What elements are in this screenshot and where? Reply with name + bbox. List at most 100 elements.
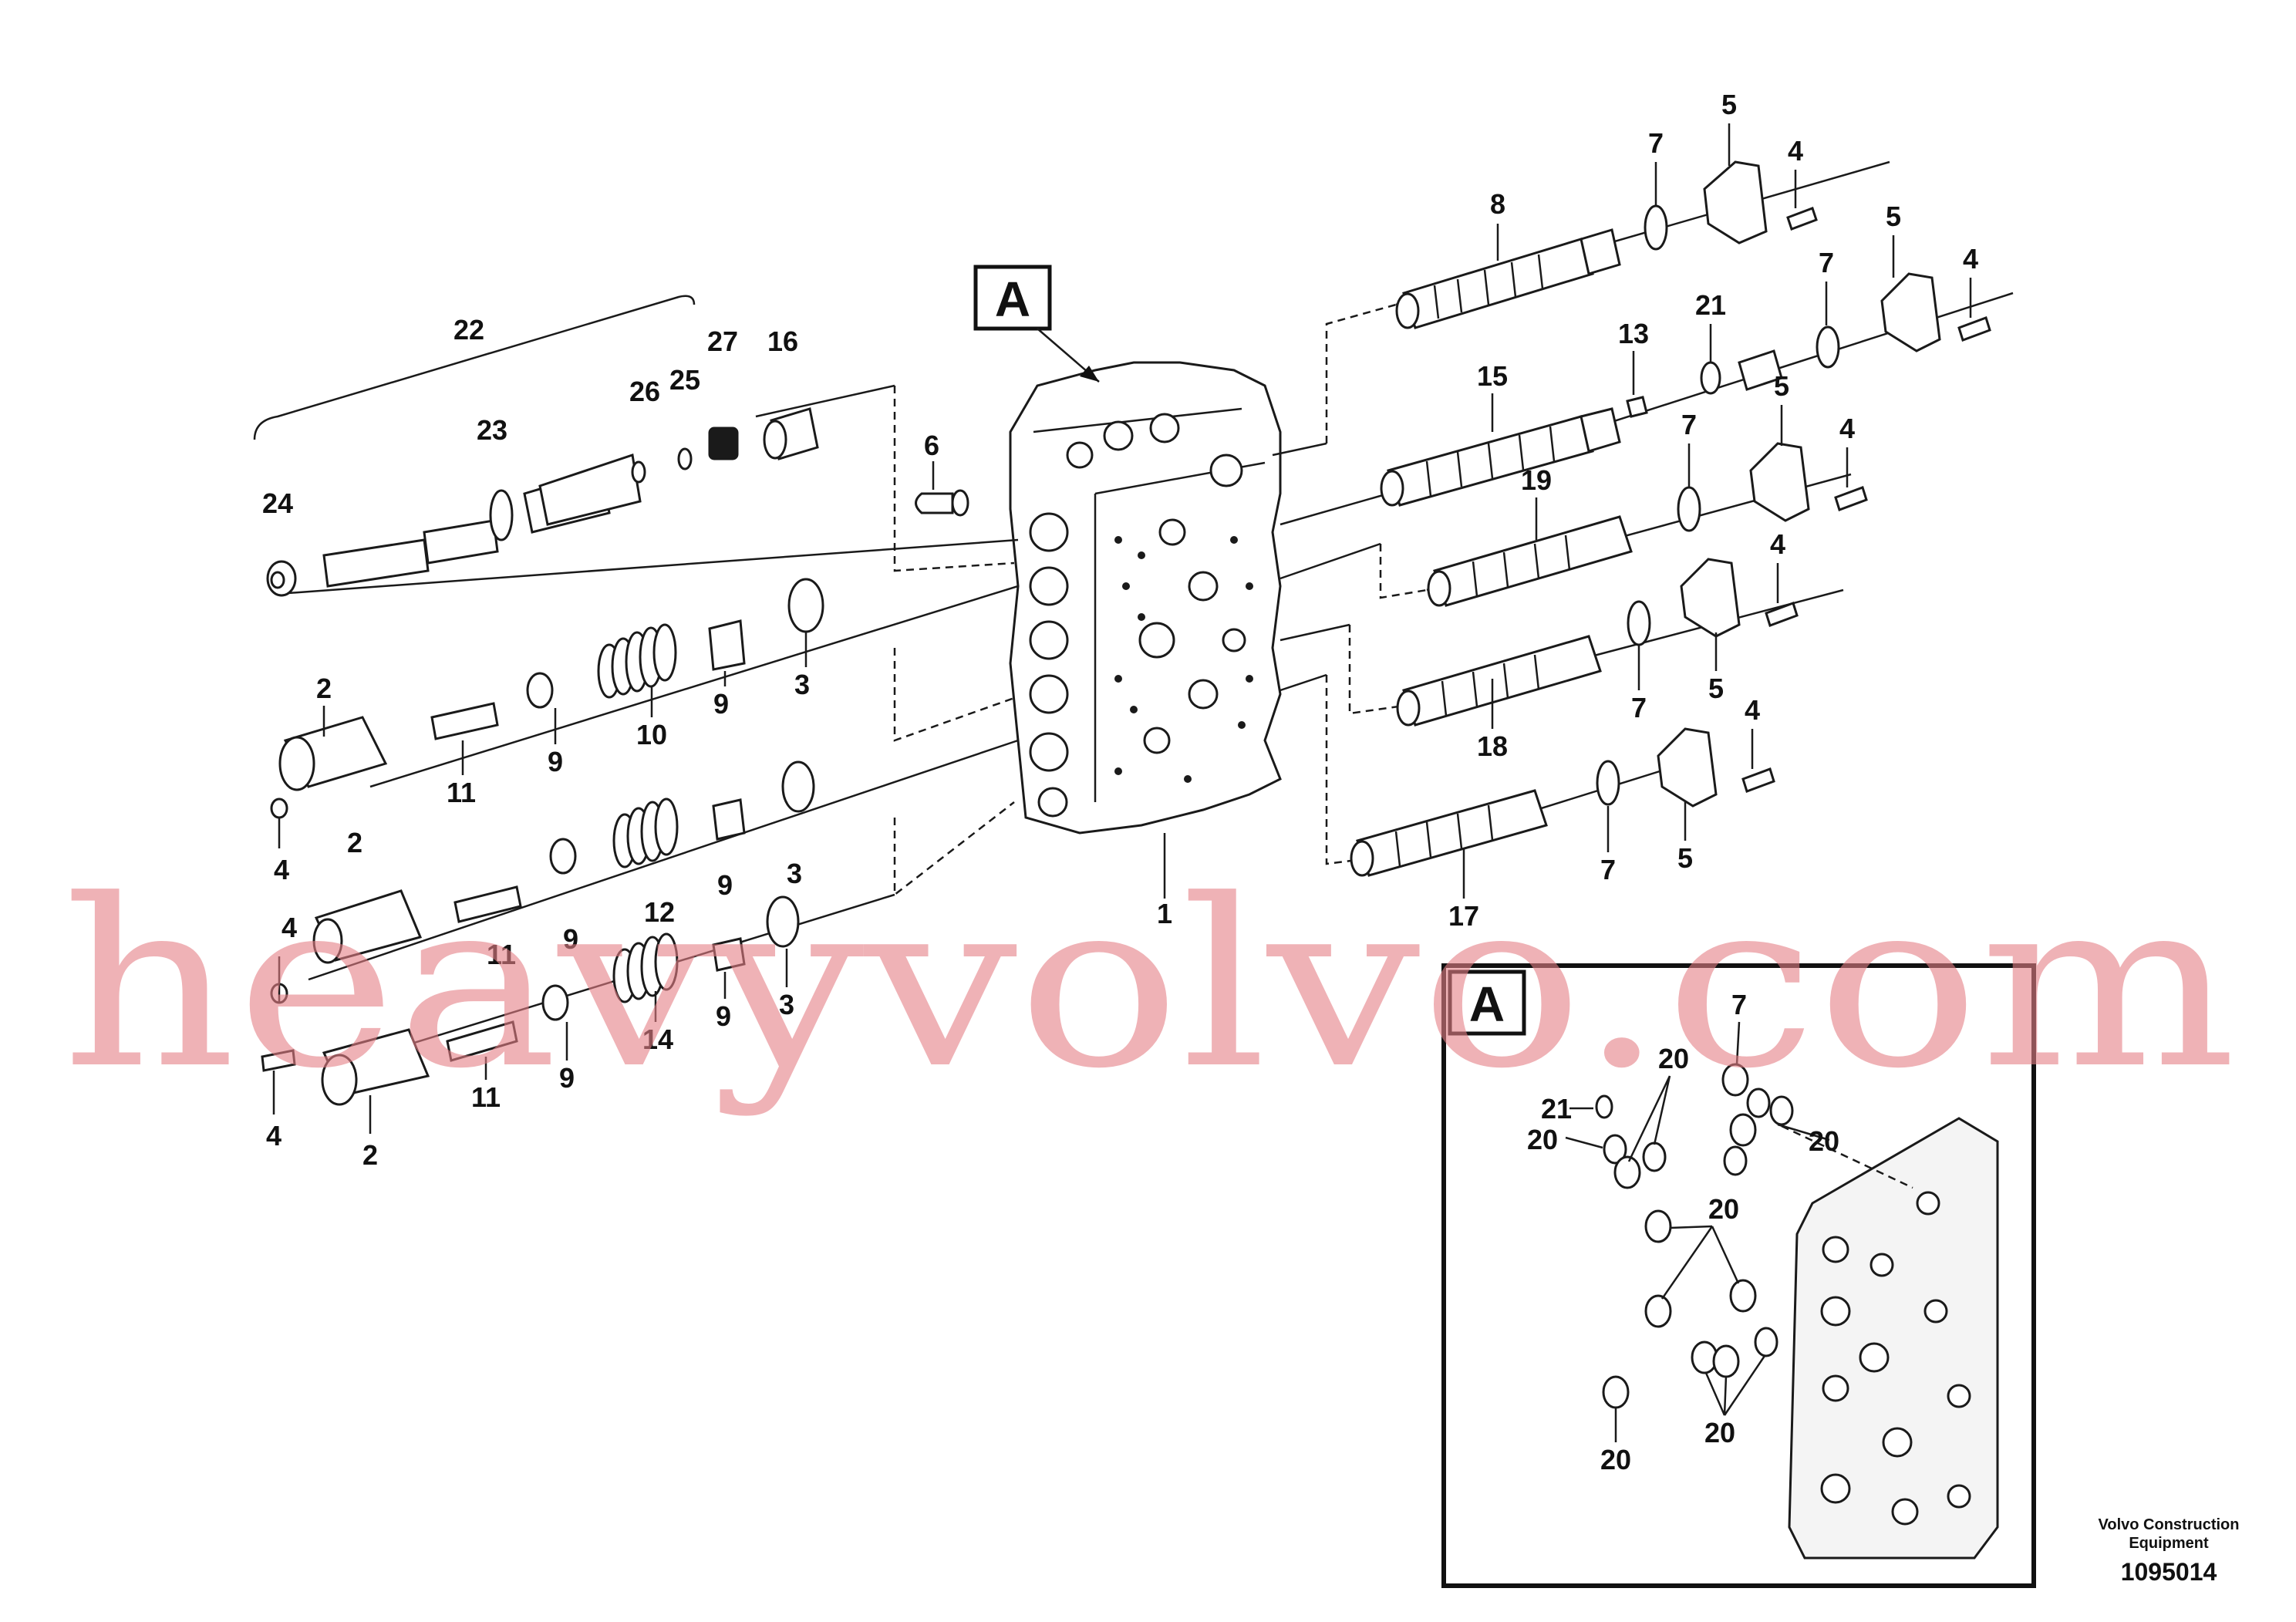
maker-line-2: Equipment — [2129, 1535, 2209, 1552]
cover-5-b — [1880, 272, 1941, 352]
callout-6: 6 — [924, 430, 939, 461]
detail-marker-label: A — [995, 271, 1030, 327]
detail-view-a: A — [1441, 963, 2036, 1588]
part-22-body — [523, 454, 642, 534]
right-dashed-leaders — [1272, 303, 1428, 865]
oring-7-b — [1816, 325, 1840, 369]
callout-16: 16 — [767, 325, 798, 357]
oring-21 — [1700, 361, 1721, 395]
part-24-nut — [266, 560, 297, 597]
callout-10: 10 — [636, 719, 667, 750]
callout-7-b: 7 — [1819, 247, 1834, 278]
drawing-number: 1095014 — [2121, 1558, 2217, 1586]
valve-housing — [1009, 361, 1282, 835]
spool-18 — [1396, 635, 1602, 727]
spool-assembly-upper — [278, 578, 824, 791]
axis-line-22 — [277, 538, 1019, 595]
callout-9-mid-a: 9 — [563, 923, 578, 955]
spool-assembly-middle — [270, 760, 815, 1004]
cover-5-a — [1703, 160, 1768, 244]
callout-9-top-b: 9 — [713, 688, 729, 720]
detail-frame-label: A — [1469, 976, 1505, 1032]
callout-5-d: 5 — [1708, 673, 1724, 704]
callout-4-b: 4 — [1963, 243, 1978, 275]
bolt-4-e — [1741, 767, 1775, 793]
callout-9-bottom-b: 9 — [716, 1000, 731, 1032]
oring-7-c — [1677, 486, 1701, 532]
bolt-4-d — [1765, 602, 1799, 627]
detail-callout-20-a: 20 — [1527, 1124, 1558, 1155]
cover-5-d — [1680, 558, 1741, 638]
detail-callout-20-c: 20 — [1809, 1125, 1839, 1157]
detail-callout-20-d: 20 — [1708, 1193, 1739, 1225]
left-dashed-leaders — [893, 386, 1015, 897]
oring-7-d — [1627, 600, 1651, 646]
drawing-footer: Volvo Construction Equipment 1095014 — [2099, 1516, 2240, 1586]
callout-11-top: 11 — [447, 777, 476, 808]
detail-valve-face — [1788, 1117, 1999, 1560]
callout-2-bottom: 2 — [362, 1139, 378, 1171]
callout-19: 19 — [1521, 464, 1552, 496]
bolt-4-c — [1834, 486, 1868, 511]
detail-marker-a: A — [973, 265, 1100, 383]
spool-17 — [1350, 789, 1548, 877]
callout-3-mid: 3 — [787, 858, 802, 889]
part-26-ring — [631, 460, 646, 484]
maker-line-1: Volvo Construction — [2099, 1516, 2240, 1533]
callout-4-a: 4 — [1788, 135, 1803, 167]
callout-1: 1 — [1157, 898, 1172, 929]
part-25-ring — [677, 447, 693, 470]
oring-7-e — [1596, 760, 1620, 806]
callout-4-bottom: 4 — [266, 1120, 282, 1152]
detail-callout-20-e: 20 — [1704, 1417, 1735, 1448]
spool-assembly-lower — [261, 895, 800, 1114]
callout-11-mid: 11 — [487, 939, 516, 970]
callout-27: 27 — [707, 325, 738, 357]
callout-4-e: 4 — [1745, 694, 1760, 726]
spool-15 — [1380, 407, 1621, 507]
detail-callout-20-f: 20 — [1600, 1444, 1631, 1475]
callout-2-top: 2 — [316, 673, 332, 704]
watermark-text: heavyvolvo.com — [62, 850, 2237, 1119]
part-13 — [1626, 396, 1648, 418]
cover-5-c — [1749, 442, 1810, 522]
callout-23: 23 — [477, 414, 507, 446]
callout-17: 17 — [1448, 900, 1479, 932]
part-23-oring — [489, 489, 514, 541]
spool-19 — [1427, 515, 1633, 607]
callout-4-mid-a: 4 — [274, 854, 289, 885]
spool-8 — [1395, 228, 1621, 329]
callout-9-mid-b: 9 — [717, 869, 733, 901]
detail-callout-21: 21 — [1541, 1093, 1572, 1125]
bracket-22 — [253, 295, 696, 440]
callout-25: 25 — [669, 364, 700, 396]
axis-line-upper — [369, 585, 1019, 788]
callout-15: 15 — [1477, 360, 1508, 392]
callout-5-a: 5 — [1721, 89, 1737, 120]
callout-5-b: 5 — [1886, 201, 1901, 232]
callout-3-top: 3 — [794, 669, 810, 700]
bolt-4-a — [1786, 207, 1818, 231]
callout-4-d: 4 — [1770, 528, 1785, 560]
callout-13: 13 — [1618, 318, 1649, 349]
cover-5-e — [1657, 727, 1718, 808]
callout-12: 12 — [644, 896, 675, 928]
axis-line-16 — [755, 384, 895, 418]
callout-9-bottom-a: 9 — [559, 1062, 575, 1094]
callout-21: 21 — [1695, 289, 1726, 321]
part-6-fitting — [915, 489, 969, 517]
callout-5-c: 5 — [1774, 370, 1789, 402]
callout-labels: 1 22 24 23 26 25 27 16 6 2 11 9 10 9 3 4… — [262, 89, 1978, 1475]
callout-4-mid-b: 4 — [282, 912, 297, 943]
callout-3-bottom: 3 — [779, 989, 794, 1020]
callout-26: 26 — [629, 376, 660, 407]
callout-18: 18 — [1477, 730, 1508, 762]
part-27-spring — [708, 427, 739, 460]
bolt-4-b — [1957, 316, 1991, 342]
detail-callout-7: 7 — [1731, 989, 1747, 1020]
part-16-plug — [763, 407, 819, 460]
callout-14: 14 — [642, 1023, 673, 1055]
callout-5-e: 5 — [1677, 842, 1693, 874]
